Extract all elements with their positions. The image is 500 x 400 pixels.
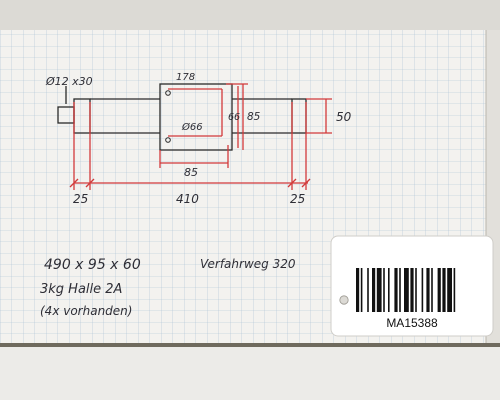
note-quantity: (4x vorhanden) [40,304,132,318]
barcode-bar [399,268,401,312]
hole-bottom [165,137,171,143]
tick-2 [85,178,95,188]
barcode-bar [437,268,441,312]
label-height-inner: 66 [228,112,240,123]
barcode-bar [442,268,446,312]
tick-1 [69,178,79,188]
barcode-bar [415,268,417,312]
label-shaft: Ø12 x30 [45,75,93,88]
note-travel: Verfahrweg 320 [200,257,296,271]
barcode-bar [426,268,430,312]
table-surface [0,345,500,400]
label-flange-height: 50 [336,110,352,124]
hole-top [165,90,171,96]
tick-3 [287,178,297,188]
barcode [356,268,456,312]
barcode-bar [376,268,382,312]
tick-4 [301,178,311,188]
table-edge [0,343,500,347]
barcode-bar [388,268,390,312]
note-dimensions: 490 x 95 x 60 [44,257,141,273]
label-body-length: 410 [176,192,199,206]
barcode-bar [447,268,452,312]
top-strip [0,0,500,30]
label-right-end: 25 [290,192,305,206]
barcode-bar [410,268,414,312]
barcode-bar [431,268,433,312]
label-height-outer: 85 [247,111,261,123]
barcode-bar [360,268,363,312]
label-left-end: 25 [73,192,88,206]
tag-hole [339,295,349,305]
dimension-lines [69,83,332,190]
barcode-bar [356,268,360,312]
asset-tag: MA15388 [330,235,494,337]
barcode-bar [404,268,409,312]
label-hole-spacing: 85 [184,166,198,179]
barcode-bar [372,268,376,312]
barcode-bar [383,268,385,312]
tag-id: MA15388 [386,316,438,330]
barcode-bar [394,268,398,312]
note-weight-location: 3kg Halle 2A [40,282,122,297]
label-slot: 178 [176,72,195,83]
label-bore: Ø66 [181,121,203,133]
barcode-bar [421,268,424,312]
center-block [159,83,233,151]
barcode-bar [367,268,369,312]
barcode-bar [453,268,456,312]
